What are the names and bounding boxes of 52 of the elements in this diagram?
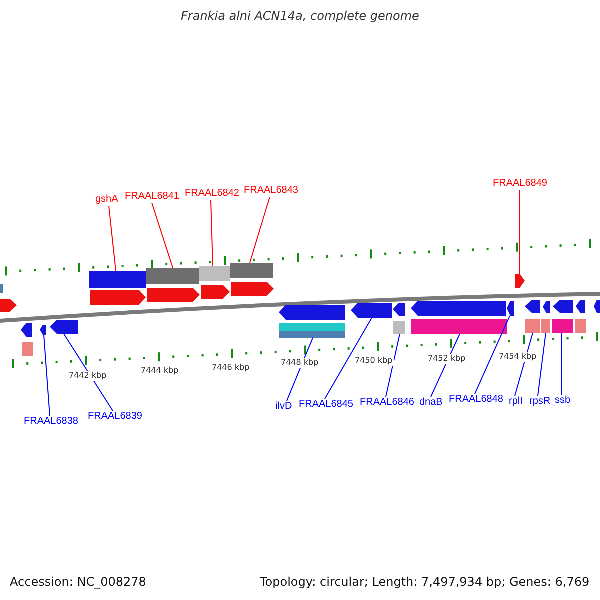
- gene-glyph: [89, 271, 146, 305]
- gene-glyph: [525, 300, 540, 333]
- leader-line: [430, 334, 460, 398]
- scale-label: 7444 kbp: [140, 366, 180, 376]
- footer-text: Accession: NC_008278: [10, 576, 146, 588]
- scale-label: 7454 kbp: [498, 352, 538, 362]
- leader-line: [210, 200, 214, 266]
- diagram-title: Frankia alni ACN14a, complete genome: [181, 10, 420, 22]
- gene-glyph: [146, 268, 200, 302]
- gene-glyph: [0, 284, 17, 312]
- gene-label: FRAAL6839: [88, 412, 142, 422]
- gene-glyph: [393, 303, 405, 334]
- gene-label: FRAAL6848: [449, 395, 504, 405]
- leader-line: [474, 316, 510, 394]
- leader-line: [64, 334, 114, 412]
- gene-label: rplI: [509, 397, 523, 407]
- scale-label: 7452 kbp: [427, 354, 467, 364]
- gene-glyph: [230, 263, 274, 296]
- gene-glyph: [40, 325, 46, 335]
- gene-label: gshA: [96, 195, 118, 205]
- gene-label: ilvD: [276, 402, 292, 412]
- leader-line: [44, 334, 50, 416]
- gene-glyph: [50, 320, 78, 334]
- scale-label: 7450 kbp: [354, 356, 394, 366]
- leader-line: [386, 334, 400, 398]
- leader-line: [324, 318, 372, 400]
- leader-line: [152, 202, 174, 268]
- gene-glyph: [199, 266, 230, 299]
- gene-label: FRAAL6841: [125, 192, 180, 202]
- gene-label: FRAAL6849: [493, 179, 548, 189]
- gene-glyph: [552, 300, 573, 333]
- scale-label: 7442 kbp: [68, 371, 108, 381]
- leader-line: [538, 332, 546, 396]
- gene-label: FRAAL6845: [299, 400, 354, 410]
- leader-line: [250, 196, 270, 264]
- gene-label: rpsR: [530, 397, 551, 407]
- gene-glyph: [411, 301, 507, 334]
- scale-label: 7448 kbp: [280, 358, 320, 368]
- gene-glyph: [594, 300, 600, 313]
- gene-glyph: [515, 274, 525, 288]
- gene-glyph: [279, 305, 345, 338]
- gene-glyph: [21, 323, 33, 356]
- gene-label: FRAAL6846: [360, 398, 414, 408]
- gene-label: ssb: [555, 396, 571, 406]
- footer-text: Topology: circular; Length: 7,497,934 bp; Genes: 6,769: [260, 576, 590, 588]
- gene-label: FRAAL6838: [24, 417, 78, 427]
- gene-glyph: [541, 301, 550, 333]
- gene-label: dnaB: [420, 398, 443, 408]
- gene-label: FRAAL6843: [244, 186, 298, 196]
- scale-label: 7446 kbp: [211, 363, 251, 373]
- gene-glyph: [575, 300, 586, 333]
- gene-label: FRAAL6842: [185, 189, 240, 199]
